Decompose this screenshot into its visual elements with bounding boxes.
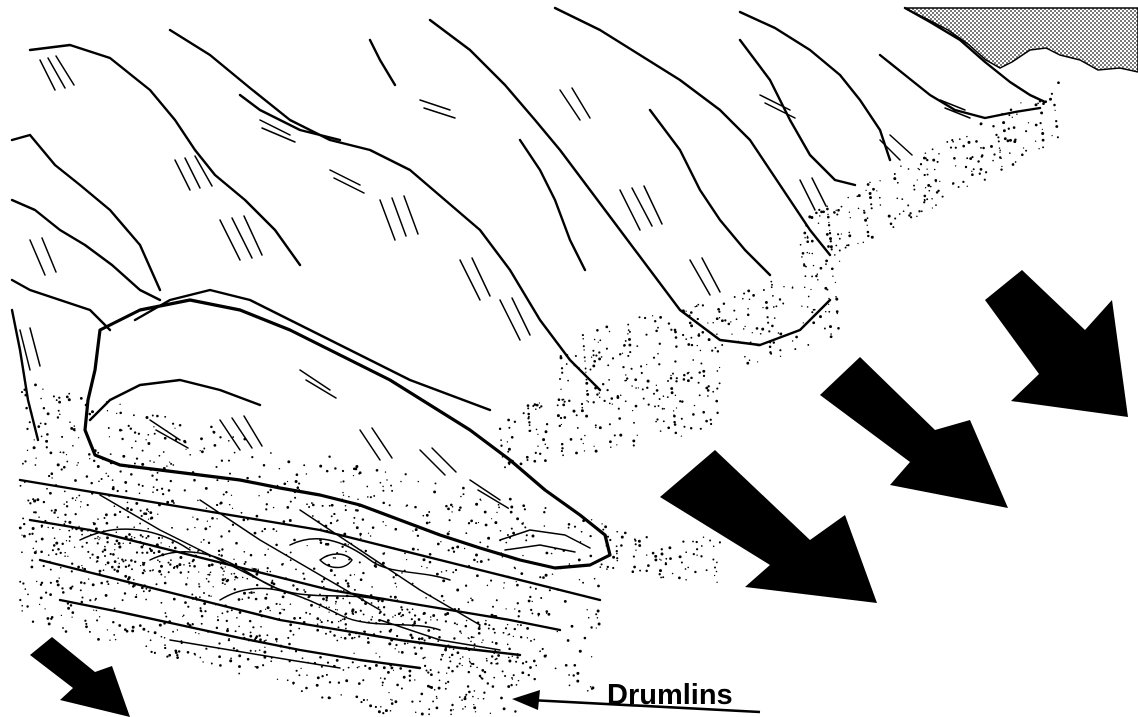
drumlins-label-group: Drumlins <box>512 679 760 712</box>
stippled-till <box>19 81 1060 715</box>
ice-flow-arrow-icon <box>985 270 1128 417</box>
ice-flow-arrow-icon <box>820 357 1008 508</box>
distant-sky <box>905 8 1138 72</box>
ridge-hatch-strokes <box>20 56 970 508</box>
foreground-debris <box>20 480 600 668</box>
label-pointer-arrowhead <box>512 690 540 710</box>
ice-flow-arrow-icon <box>660 450 877 603</box>
ice-flow-arrow-icon <box>30 637 130 717</box>
ice-flow-arrows <box>30 270 1128 717</box>
